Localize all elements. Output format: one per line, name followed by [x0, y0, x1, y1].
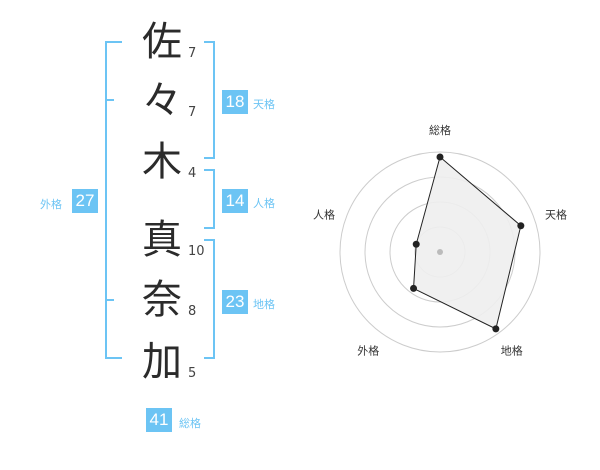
radar-axis-label-2: 天格 [545, 207, 567, 221]
stroke-count-4: 10 [188, 244, 205, 259]
name-char-6: 加 [142, 339, 182, 385]
tenkaku-value: 18 [222, 90, 248, 114]
radar-axis-label-5: 人格 [313, 207, 335, 221]
chikaku-label: 地格 [253, 298, 275, 311]
radar-area [413, 156, 522, 330]
stroke-count-6: 5 [188, 366, 197, 381]
tenkaku-bracket [204, 41, 215, 159]
name-char-1: 佐 [142, 19, 182, 65]
chikaku-bracket [204, 239, 215, 359]
name-char-2: 々 [142, 78, 182, 124]
stroke-count-3: 4 [188, 166, 197, 181]
radar-center [437, 249, 443, 255]
jinkaku-bracket [204, 169, 215, 229]
gaikaku-label: 外格 [40, 198, 62, 211]
name-char-5: 奈 [142, 277, 182, 323]
soukaku-label: 総格 [179, 417, 201, 430]
gaikaku-bracket [105, 41, 122, 359]
name-char-4: 真 [142, 217, 182, 263]
gaikaku-value: 27 [72, 189, 98, 213]
stroke-count-5: 8 [188, 304, 197, 319]
jinkaku-label: 人格 [253, 197, 275, 210]
radar-point-3 [492, 325, 500, 333]
radar-axis-label-4: 外格 [357, 344, 379, 358]
tenkaku-label: 天格 [253, 98, 275, 111]
radar-point-1 [436, 153, 444, 161]
radar-point-5 [412, 240, 420, 248]
stroke-count-1: 7 [188, 46, 197, 61]
radar-point-4 [410, 284, 418, 292]
jinkaku-value: 14 [222, 189, 248, 213]
radar-point-2 [517, 222, 525, 230]
radar-axis-label-1: 総格 [429, 123, 451, 137]
radar-axis-label-3: 地格 [501, 344, 523, 358]
chikaku-value: 23 [222, 290, 248, 314]
name-char-3: 木 [142, 139, 182, 185]
radar-ring [339, 151, 541, 353]
stroke-count-2: 7 [188, 105, 197, 120]
soukaku-value: 41 [146, 408, 172, 432]
